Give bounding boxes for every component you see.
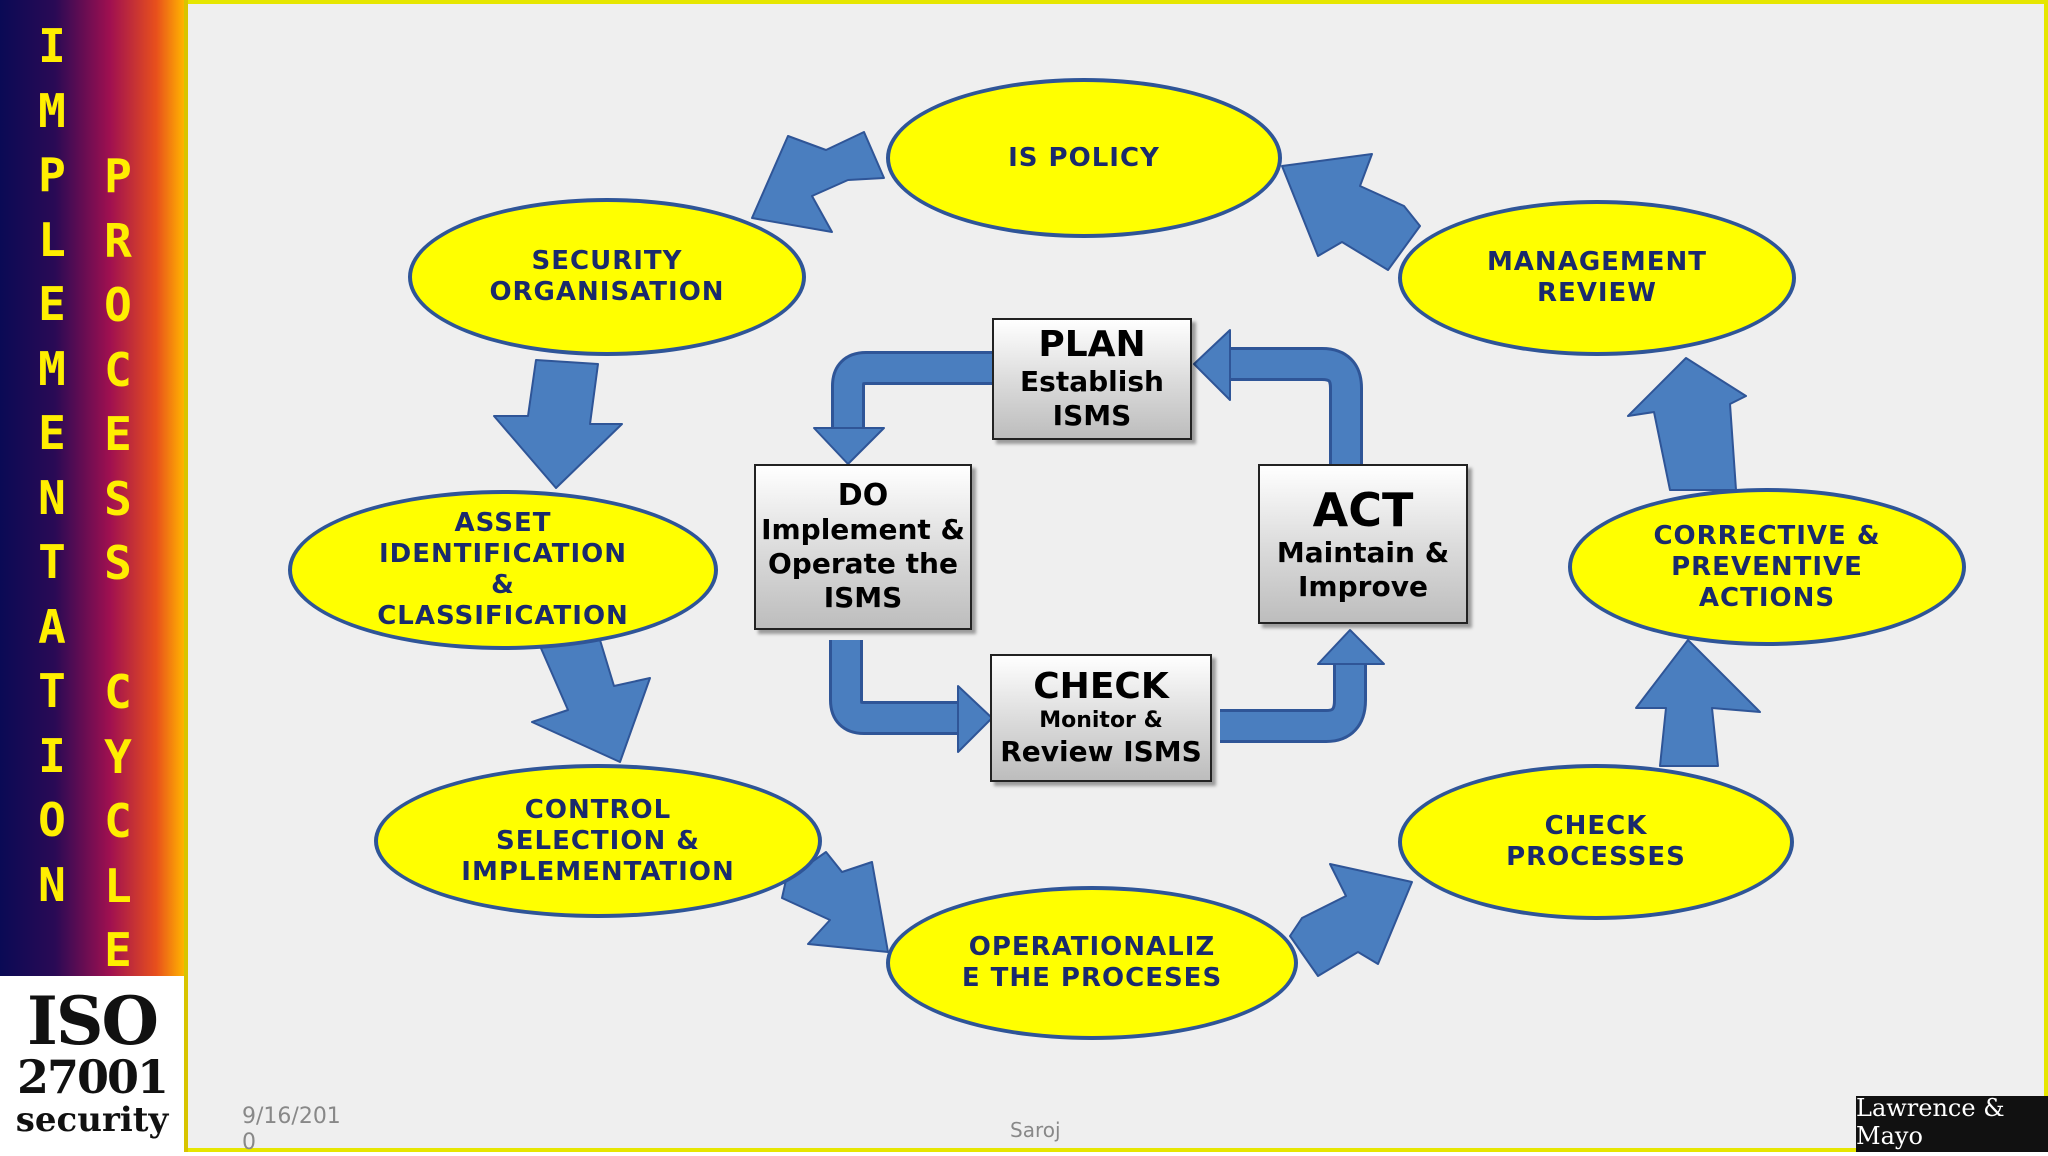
check-processes-node: CHECK PROCESSES <box>1398 764 1794 920</box>
title-letter: E <box>38 277 66 331</box>
act-subtitle: Maintain & Improve <box>1276 536 1450 603</box>
is-policy-node: IS POLICY <box>886 78 1282 238</box>
title-letter: O <box>104 278 132 332</box>
title-letter: A <box>38 599 66 654</box>
corrective-actions-label: CORRECTIVE & PREVENTIVE ACTIONS <box>1653 520 1881 613</box>
title-letter: I <box>38 19 66 73</box>
logo-line-2: 27001 <box>16 1050 169 1104</box>
control-selection-label: CONTROL SELECTION & IMPLEMENTATION <box>461 794 735 887</box>
title-letter: M <box>38 341 66 396</box>
title-letter: C <box>104 794 132 848</box>
asset-identification-label: ASSET IDENTIFICATION & CLASSIFICATION <box>377 508 629 631</box>
arrow-operationalize-to-check <box>1289 863 1413 977</box>
arrow-check-to-corrective <box>1635 639 1761 767</box>
title-letter: S <box>104 536 132 590</box>
title-letter: E <box>104 407 132 461</box>
arrow-policy-to-security-org <box>751 131 885 233</box>
title-letter: T <box>38 535 66 589</box>
do-subtitle: Implement & Operate the ISMS <box>761 513 965 614</box>
operationalize-label: OPERATIONALIZ E THE PROCESES <box>961 932 1223 993</box>
arrow-do-to-check <box>832 640 960 732</box>
is-policy-label: IS POLICY <box>1008 142 1160 173</box>
arrowhead-check-to-act <box>1317 629 1385 665</box>
corrective-actions-node: CORRECTIVE & PREVENTIVE ACTIONS <box>1568 488 1966 646</box>
check-subtitle-2: Review ISMS <box>1000 735 1202 768</box>
slide-author: Saroj <box>1010 1118 1061 1142</box>
logo-line-1: ISO <box>26 982 159 1060</box>
management-review-label: MANAGEMENT REVIEW <box>1486 247 1708 308</box>
arrow-plan-to-do <box>834 354 992 430</box>
check-title: CHECK <box>1033 666 1169 707</box>
arrow-check-to-act <box>1220 660 1364 740</box>
title-letter: S <box>104 471 132 526</box>
brand-name: Lawrence & Mayo <box>1856 1094 2005 1150</box>
title-letter: L <box>104 858 132 913</box>
check-box: CHECK Monitor & Review ISMS <box>990 654 1212 782</box>
plan-subtitle: Establish ISMS <box>1020 365 1164 432</box>
arrow-asset-to-control <box>531 639 651 763</box>
logo-line-3: security <box>15 1100 169 1140</box>
act-title: ACT <box>1312 483 1414 537</box>
act-box: ACT Maintain & Improve <box>1258 464 1468 624</box>
asset-identification-node: ASSET IDENTIFICATION & CLASSIFICATION <box>288 490 718 650</box>
control-selection-node: CONTROL SELECTION & IMPLEMENTATION <box>374 764 822 918</box>
plan-box: PLAN Establish ISMS <box>992 318 1192 440</box>
title-letter: P <box>38 148 66 202</box>
title-letter: Y <box>104 729 132 784</box>
do-box: DO Implement & Operate the ISMS <box>754 464 972 630</box>
do-title: DO <box>837 478 889 513</box>
slide-date: 9/16/2010 <box>242 1104 341 1155</box>
title-letter: N <box>38 857 66 912</box>
title-letter: R <box>104 213 132 268</box>
title-letter: M <box>38 83 66 138</box>
title-letter: C <box>104 342 132 397</box>
arrowhead-act-to-plan <box>1193 329 1231 401</box>
title-letter: L <box>38 212 66 267</box>
check-subtitle-1: Monitor & <box>1039 708 1163 733</box>
management-review-node: MANAGEMENT REVIEW <box>1398 200 1796 356</box>
title-letter: E <box>104 923 132 977</box>
plan-title: PLAN <box>1038 324 1146 365</box>
title-letter: O <box>38 793 66 847</box>
arrow-corrective-to-review <box>1627 357 1747 491</box>
security-organisation-label: SECURITY ORGANISATION <box>489 246 725 307</box>
operationalize-node: OPERATIONALIZ E THE PROCESES <box>886 886 1298 1040</box>
arrow-act-to-plan-outline <box>1230 347 1363 464</box>
lawrence-mayo-logo: Lawrence & Mayo <box>1856 1094 2048 1152</box>
arrow-security-to-asset <box>493 359 623 489</box>
title-letter: C <box>104 665 132 719</box>
title-letter: T <box>38 664 66 718</box>
title-letter: I <box>38 728 66 783</box>
title-letter: E <box>38 406 66 460</box>
arrowhead-plan-to-do <box>813 427 885 465</box>
check-processes-label: CHECK PROCESSES <box>1506 811 1686 872</box>
title-letter: N <box>38 470 66 525</box>
arrow-act-to-plan <box>1230 350 1360 464</box>
arrowhead-do-to-check <box>957 685 993 753</box>
iso-27001-logo: ISO 27001 security <box>0 976 184 1152</box>
arrow-review-to-policy <box>1281 153 1421 271</box>
security-organisation-node: SECURITY ORGANISATION <box>408 198 806 356</box>
title-letter: P <box>104 149 132 203</box>
